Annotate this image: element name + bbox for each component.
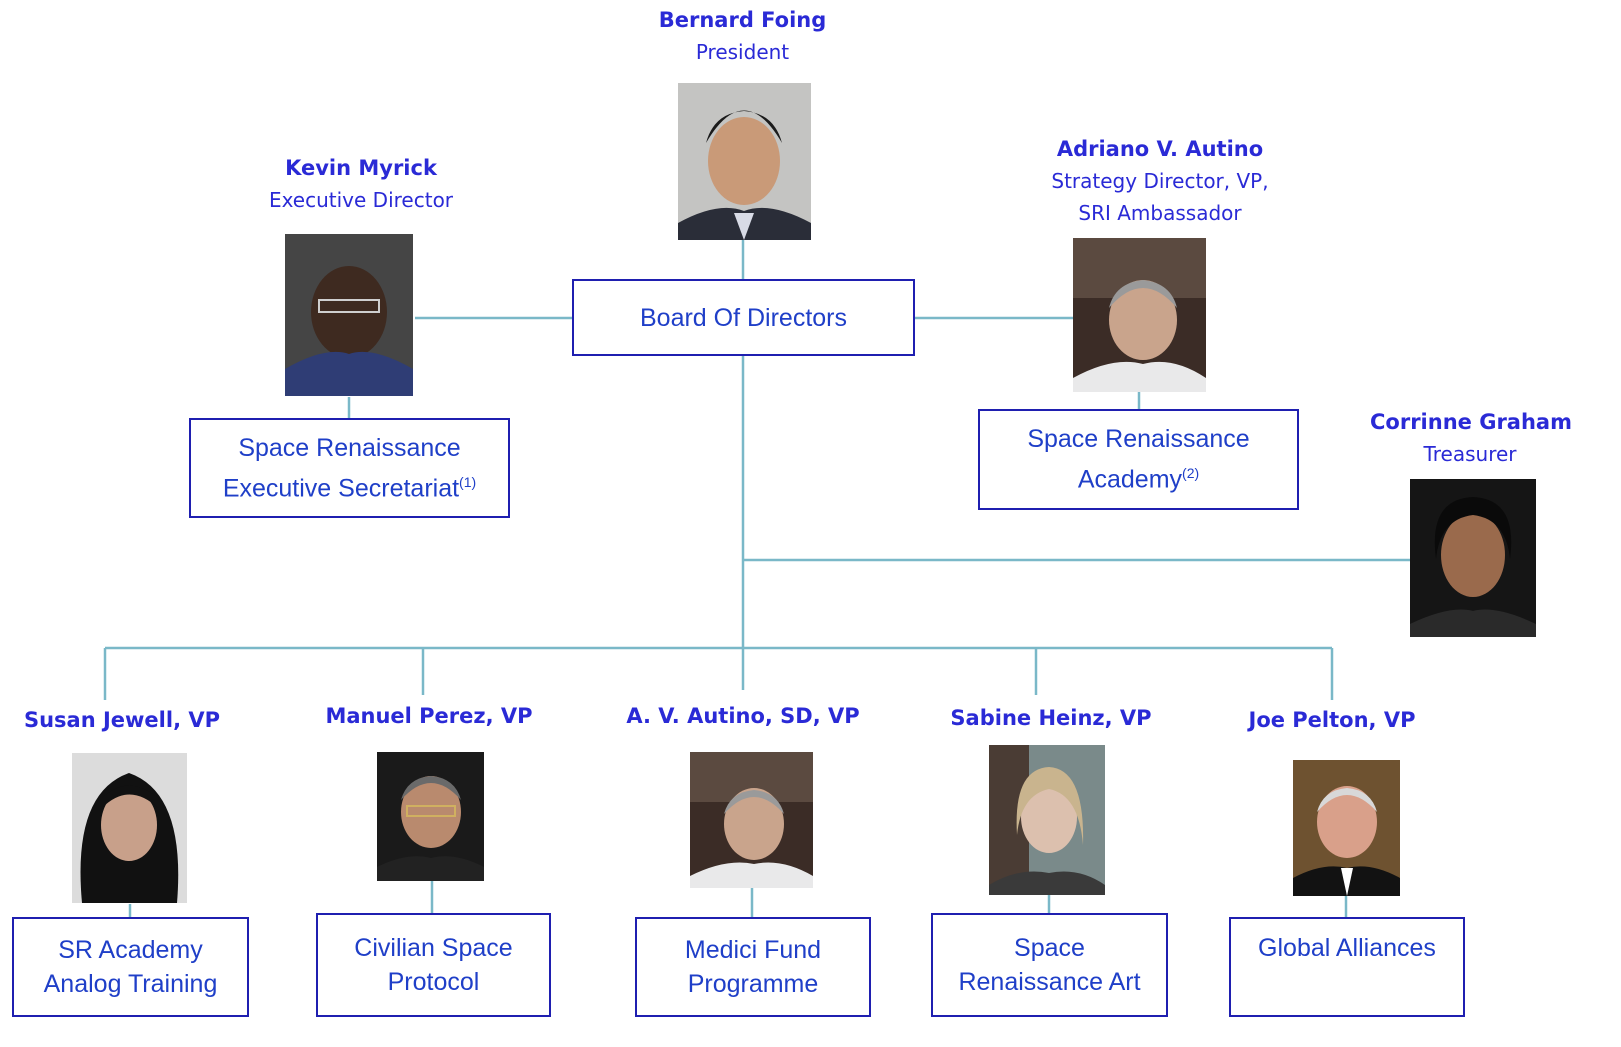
strategy-director-photo: [1073, 238, 1206, 392]
executive-secretariat-line1: Space Renaissance: [238, 433, 461, 462]
medici-fund-line1: Medici Fund: [684, 936, 822, 964]
analog-training-box: SR Academy Analog Training: [12, 917, 249, 1017]
board-of-directors-label: Board Of Directors: [639, 303, 847, 332]
renaissance-art-box: Space Renaissance Art: [931, 913, 1168, 1017]
president-photo: [678, 83, 811, 240]
strategy-director-label: Adriano V. Autino Strategy Director, VP,…: [1030, 133, 1290, 229]
medici-fund-box: Medici Fund Programme: [635, 917, 871, 1017]
strategy-director-name: Adriano V. Autino: [1056, 137, 1264, 161]
medici-fund-line2: Programme: [687, 970, 819, 998]
academy-line1: Space Renaissance: [1027, 425, 1250, 454]
executive-director-label: Kevin Myrick Executive Director: [240, 152, 482, 216]
global-alliances-box: Global Alliances: [1229, 917, 1465, 1017]
vp2-name: Manuel Perez, VP: [325, 704, 533, 728]
civilian-space-protocol-line1: Civilian Space: [354, 934, 513, 962]
executive-secretariat-box: Space Renaissance Executive Secretariat(…: [189, 418, 510, 518]
executive-secretariat-note: (1): [459, 473, 477, 490]
vp4-name: Sabine Heinz, VP: [950, 706, 1152, 730]
vp1-label: Susan Jewell, VP: [10, 704, 234, 736]
treasurer-label: Corrinne Graham Treasurer: [1370, 406, 1572, 470]
board-of-directors-box: Board Of Directors: [572, 279, 915, 356]
academy-box: Space Renaissance Academy(2): [978, 409, 1299, 510]
academy-line2: Academy: [1077, 465, 1183, 494]
executive-director-role: Executive Director: [268, 188, 454, 212]
vp1-photo: [72, 753, 187, 903]
executive-secretariat-line2: Executive Secretariat: [222, 474, 460, 503]
vp4-photo: [989, 745, 1105, 895]
vp5-label: Joe Pelton, VP: [1232, 704, 1432, 736]
renaissance-art-line2: Renaissance Art: [958, 968, 1141, 996]
president-label: Bernard Foing President: [620, 4, 865, 68]
president-role: President: [695, 40, 790, 64]
civilian-space-protocol-line2: Protocol: [387, 968, 480, 996]
civilian-space-protocol-box: Civilian Space Protocol: [316, 913, 551, 1017]
vp2-label: Manuel Perez, VP: [316, 700, 542, 732]
vp3-photo: [690, 752, 813, 888]
treasurer-role: Treasurer: [1423, 442, 1517, 466]
treasurer-photo: [1410, 479, 1536, 637]
vp5-photo: [1293, 760, 1400, 896]
analog-training-line1: SR Academy: [58, 936, 203, 964]
executive-director-name: Kevin Myrick: [285, 156, 437, 180]
analog-training-line2: Analog Training: [43, 970, 218, 998]
vp1-name: Susan Jewell, VP: [23, 708, 221, 732]
president-name: Bernard Foing: [658, 8, 827, 32]
academy-note: (2): [1182, 465, 1200, 482]
vp2-photo: [377, 752, 484, 881]
vp3-label: A. V. Autino, SD, VP: [617, 700, 869, 732]
renaissance-art-line1: Space: [1014, 934, 1085, 962]
global-alliances-label: Global Alliances: [1258, 934, 1436, 962]
strategy-director-role-2: SRI Ambassador: [1078, 201, 1242, 225]
executive-director-photo: [285, 234, 413, 396]
strategy-director-role-1: Strategy Director, VP,: [1051, 169, 1269, 193]
vp4-label: Sabine Heinz, VP: [940, 702, 1162, 734]
vp3-name: A. V. Autino, SD, VP: [626, 704, 860, 728]
vp5-name: Joe Pelton, VP: [1248, 708, 1416, 732]
treasurer-name: Corrinne Graham: [1370, 410, 1572, 434]
